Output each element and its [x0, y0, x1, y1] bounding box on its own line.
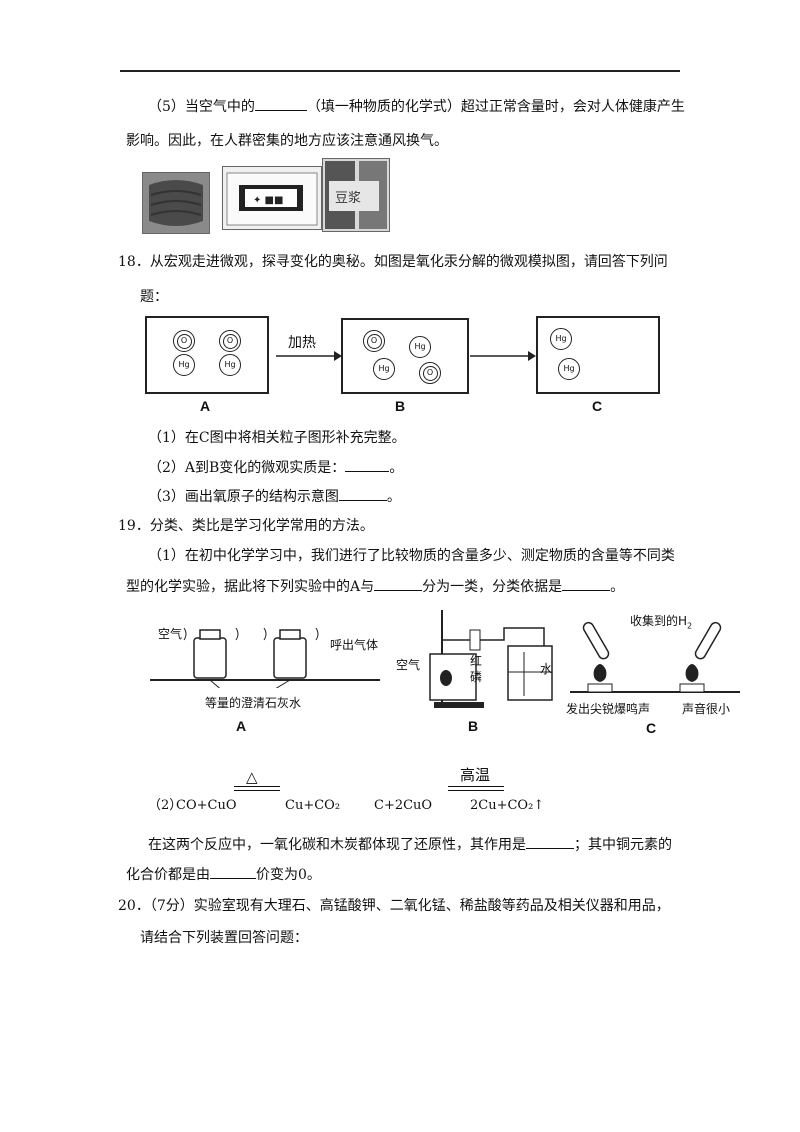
fig-b-air-label: 空气: [396, 658, 421, 672]
header-rule: [120, 70, 680, 72]
fig-c-collect-label: 收集到的H2: [630, 614, 693, 631]
arrow-right-icon: [276, 351, 342, 361]
svg-text:✦ ■■: ✦ ■■: [253, 195, 283, 206]
diagram-label-c: C: [592, 398, 603, 414]
diagram-label-a: A: [200, 398, 211, 414]
soymilk-label: 豆浆: [335, 191, 362, 206]
q20-stem-line2: 请结合下列装置回答问题：: [140, 930, 308, 946]
fig-a-air-label: 空气: [158, 627, 183, 641]
q19-stem: 19．分类、类比是学习化学常用的方法。: [118, 518, 374, 534]
hydrogen-test-figure: [570, 621, 740, 693]
soymilk-photo: 豆浆: [322, 158, 390, 232]
diagram-label-b: B: [395, 398, 406, 414]
mercury-atom: Hg: [219, 354, 241, 376]
mercury-atom: Hg: [173, 354, 195, 376]
q18-stem-line1: 18．从宏观走进微观，探寻变化的奥秘。如图是氧化汞分解的微观模拟图，请回答下列问: [118, 254, 668, 270]
heat-arrow-label: 加热: [288, 335, 316, 351]
q19-part2-label: （2）: [148, 798, 183, 813]
q19-part2-line2: 化合价都是由价变为0。: [126, 864, 321, 885]
equation1-right: Cu+CO₂: [285, 798, 341, 813]
answer-blank[interactable]: [210, 864, 256, 879]
equation1-left: CO+CuO: [176, 798, 237, 813]
q17-part5-line2: 影响。因此，在人群密集的地方应该注意通风换气。: [126, 133, 448, 149]
q18-sub3: （3）画出氧原子的结构示意图。: [148, 486, 401, 507]
fig-c-sharp-label: 发出尖锐爆鸣声: [566, 702, 651, 716]
answer-blank[interactable]: [338, 486, 387, 501]
answer-blank[interactable]: [562, 576, 611, 591]
q19-part2-line1: 在这两个反应中，一氧化碳和木炭都体现了还原性，其作用是；其中铜元素的: [148, 834, 672, 855]
mercury-atom: Hg: [373, 358, 395, 380]
mercury-atom: Hg: [550, 328, 572, 350]
oxygen-atom: O: [173, 330, 195, 352]
diagram-box-c[interactable]: Hg Hg: [536, 316, 660, 394]
oxygen-atom: O: [419, 362, 441, 384]
fig-a-breath-label: 呼出气体: [330, 638, 379, 652]
fig-b-phosphorus-label: 磷: [470, 670, 483, 684]
fig-c-quiet-label: 声音很小: [682, 702, 731, 716]
fig-b-water-label: 水: [540, 662, 553, 676]
jar-experiment-figure: [150, 627, 380, 688]
diagram-box-a: O O Hg Hg: [145, 316, 269, 394]
q18-sub2: （2）A到B变化的微观实质是：。: [148, 457, 403, 478]
mercury-atom: Hg: [409, 336, 431, 358]
q17-part5-line1: （5）当空气中的（填一种物质的化学式）超过正常含量时，会对人体健康产生: [148, 96, 685, 117]
q19-part1-line1: （1）在初中化学学习中，我们进行了比较物质的含量多少、测定物质的含量等不同类: [148, 548, 675, 564]
fig-a-caption: 等量的澄清石灰水: [205, 696, 302, 710]
mask-photo: [142, 172, 210, 234]
diagram-box-b: O Hg Hg O: [341, 318, 469, 394]
mercury-atom: Hg: [558, 358, 580, 380]
equation2-left: C+2CuO: [374, 798, 433, 813]
phosphorus-apparatus-figure: [429, 610, 553, 708]
answer-blank[interactable]: [345, 457, 390, 472]
oxygen-atom: O: [219, 330, 241, 352]
answer-blank[interactable]: [254, 96, 307, 111]
answer-blank[interactable]: [374, 576, 423, 591]
q20-stem-line1: 20．（7分）实验室现有大理石、高锰酸钾、二氧化锰、稀盐酸等药品及相关仪器和用品…: [118, 898, 670, 914]
q18-sub1: （1）在C图中将相关粒子图形补充完整。: [148, 430, 406, 446]
equation2-right: 2Cu+CO₂↑: [470, 798, 545, 813]
fig-b-red-label: 红: [470, 654, 483, 668]
answer-blank[interactable]: [526, 834, 574, 849]
q18-stem-line2: 题：: [140, 289, 168, 305]
arrow-right-icon: [470, 351, 536, 361]
fig-label-c: C: [646, 720, 657, 736]
package-photo: ✦ ■■: [222, 166, 322, 230]
fig-label-b: B: [468, 718, 479, 734]
reaction-condition-high-temp: 高温: [460, 766, 491, 784]
q19-part1-line2: 型的化学实验，据此将下列实验中的A与分为一类，分类依据是。: [126, 576, 624, 597]
oxygen-atom: O: [363, 330, 385, 352]
reaction-condition-heat: △: [246, 768, 258, 786]
fig-label-a: A: [236, 718, 247, 734]
